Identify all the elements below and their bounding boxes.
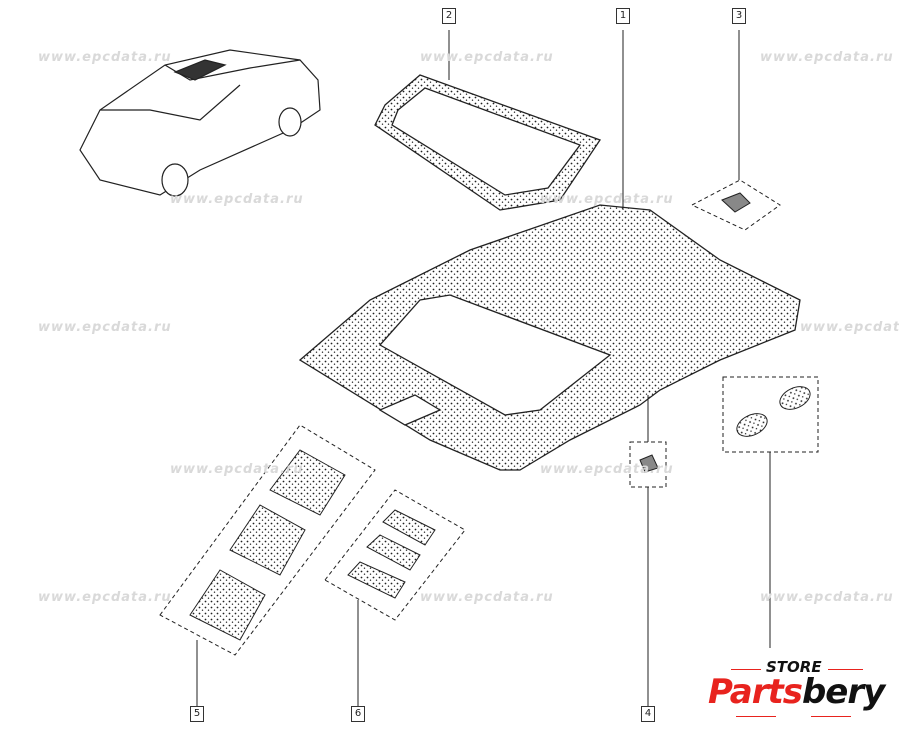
watermark: www.epcdata.ru <box>38 320 172 335</box>
watermark: www.epcdata.ru <box>760 590 894 605</box>
part-6-group <box>324 489 466 621</box>
partsbery-logo: STORE Partsbery <box>706 658 886 718</box>
watermark: www.epcdata.ru <box>38 50 172 65</box>
watermark: www.epcdata.ru <box>800 320 899 335</box>
watermark: www.epcdata.ru <box>760 50 894 65</box>
headliner-panel <box>298 204 801 471</box>
watermark: www.epcdata.ru <box>420 50 554 65</box>
watermark: www.epcdata.ru <box>170 462 304 477</box>
part-cover-group <box>722 376 819 453</box>
part-5-group <box>159 424 376 656</box>
callout-2: 2 <box>442 8 456 24</box>
callout-5: 5 <box>190 706 204 722</box>
part-3-clip <box>690 179 781 231</box>
callout-4: 4 <box>641 706 655 722</box>
sunroof-seal <box>374 74 602 211</box>
car-illustration <box>79 49 321 197</box>
logo-store-text: STORE <box>766 658 822 676</box>
watermark: www.epcdata.ru <box>420 590 554 605</box>
callout-1: 1 <box>616 8 630 24</box>
watermark: www.epcdata.ru <box>540 462 674 477</box>
logo-parts-text: Parts <box>708 672 803 712</box>
callout-6: 6 <box>351 706 365 722</box>
logo-bery-text: bery <box>801 672 885 712</box>
watermark: www.epcdata.ru <box>540 192 674 207</box>
watermark: www.epcdata.ru <box>38 590 172 605</box>
watermark: www.epcdata.ru <box>170 192 304 207</box>
leader-lines <box>196 30 771 706</box>
callout-3: 3 <box>732 8 746 24</box>
